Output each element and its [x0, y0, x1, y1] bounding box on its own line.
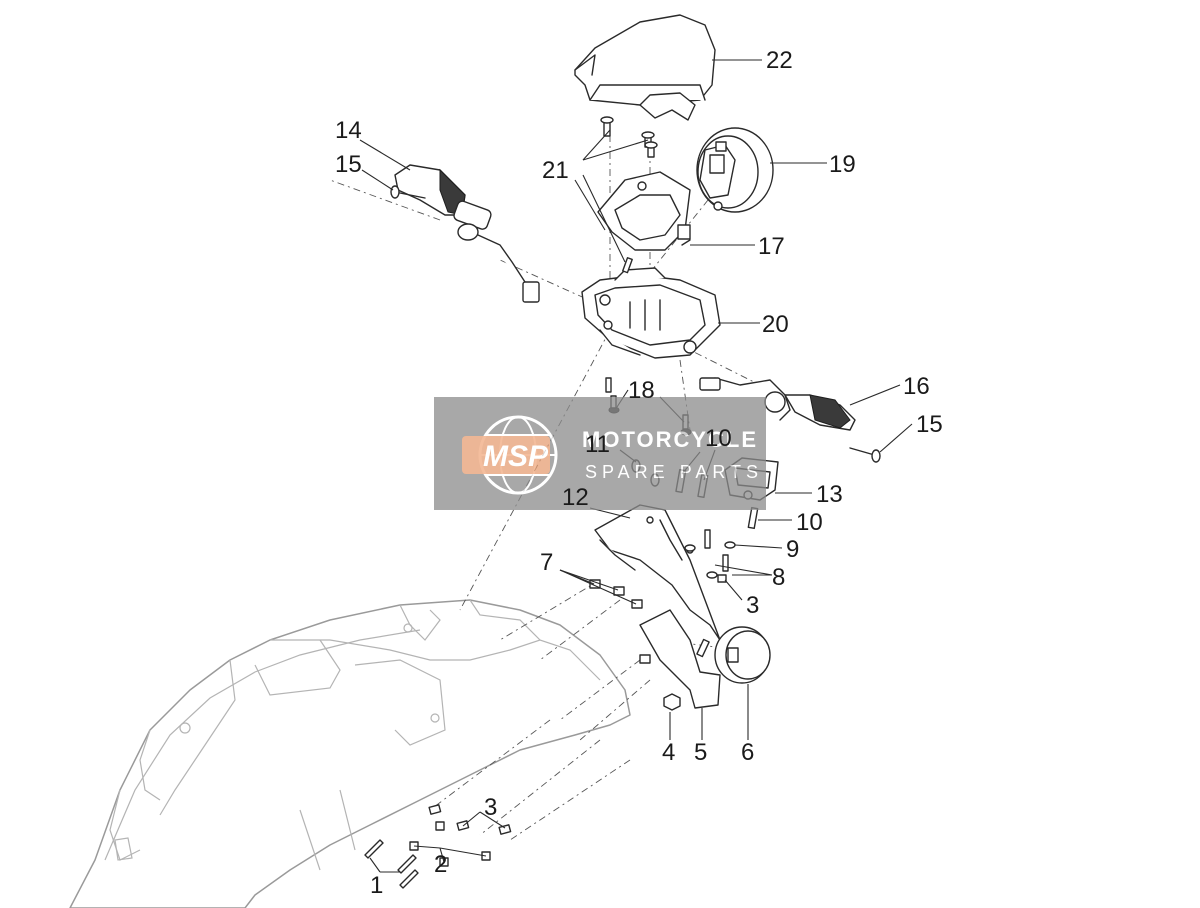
- callout-8: 8: [772, 564, 785, 591]
- callout-20: 20: [762, 311, 789, 338]
- callout-15-right: 15: [916, 411, 943, 438]
- watermark-line2: SPARE PARTS: [585, 462, 763, 482]
- callout-13: 13: [816, 481, 843, 508]
- callout-labels: 22 19 21 17 20 14 15 16 15 18 11 10 13 1…: [335, 47, 943, 899]
- part-15-screw-left: [390, 185, 426, 199]
- callout-10-bottom: 10: [796, 509, 823, 536]
- part-15-screw-right: [849, 447, 881, 463]
- callout-22: 22: [766, 47, 793, 74]
- part-7-grommets: [589, 579, 643, 609]
- callout-16: 16: [903, 373, 930, 400]
- part-22-lens-cover: [574, 14, 716, 121]
- callout-1: 1: [370, 872, 383, 899]
- part-21-screws: [600, 116, 658, 274]
- callout-17: 17: [758, 233, 785, 260]
- callout-14: 14: [335, 117, 362, 144]
- callout-10-top: 10: [705, 425, 732, 452]
- part-17-bracket: [597, 171, 691, 251]
- rear-fender: [69, 599, 631, 908]
- leader-lines: [359, 59, 913, 873]
- callout-6: 6: [741, 739, 754, 766]
- callout-11: 11: [585, 431, 610, 458]
- callout-4: 4: [662, 739, 675, 766]
- callout-21: 21: [542, 157, 569, 184]
- part-19-lamp-unit: [696, 127, 774, 213]
- callout-3-bottom: 3: [484, 794, 497, 821]
- part-6-reflector: [696, 626, 771, 684]
- watermark-line1: MOTORCYCLE: [582, 427, 758, 452]
- callout-3-right: 3: [746, 592, 759, 619]
- callout-19: 19: [829, 151, 856, 178]
- part-5-plate-bracket: [639, 609, 721, 709]
- part-4-nut: [663, 693, 681, 711]
- part-20-base-housing: [581, 267, 721, 359]
- watermark-logo-badge: [462, 436, 550, 474]
- callout-15-left: 15: [335, 151, 362, 178]
- watermark-logo: MSP: [483, 440, 549, 473]
- callout-5: 5: [694, 739, 707, 766]
- watermark: MSP MOTORCYCLE SPARE PARTS: [434, 397, 766, 510]
- callout-7: 7: [540, 549, 553, 576]
- part-14-left-indicator: [394, 164, 540, 303]
- callout-18: 18: [628, 377, 655, 404]
- callout-12: 12: [562, 484, 589, 511]
- part-2-nuts: [409, 821, 491, 867]
- callout-9: 9: [786, 536, 799, 563]
- callout-2: 2: [434, 851, 447, 878]
